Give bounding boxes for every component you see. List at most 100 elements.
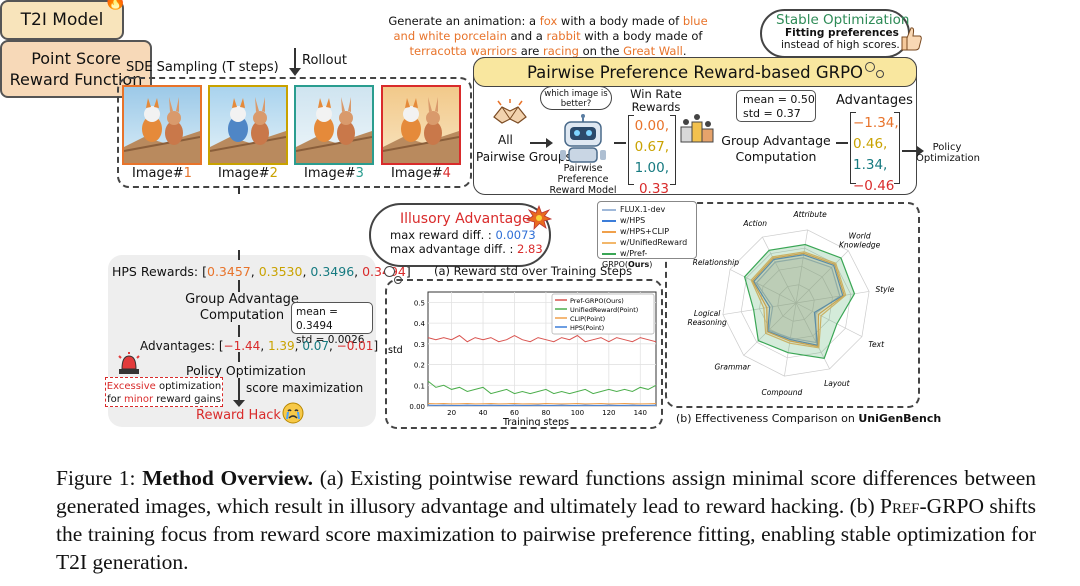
generated-image — [122, 85, 202, 165]
point-policy-label: Policy Optimization — [186, 363, 306, 378]
x-tick-label: 120 — [602, 409, 615, 417]
bubble-dot-b — [876, 70, 884, 78]
winrate-value: 0.67, — [634, 139, 669, 155]
t2i-model-box: T2I Model 🔥 — [0, 0, 127, 40]
winrate-value: 0.33 — [638, 181, 669, 197]
point-arrow-4 — [238, 352, 240, 362]
image-caption: Image#1 — [119, 166, 205, 181]
winrate-value: 0.00, — [634, 118, 669, 134]
illusory-title: Illusory Advantage — [400, 211, 531, 227]
groups-arrow — [530, 142, 548, 144]
model-arrow — [614, 142, 626, 144]
winrate-label: Win Rate Rewards — [630, 88, 682, 114]
excessive-minor: minor — [124, 394, 154, 405]
y-tick-label: 0.00 — [409, 403, 425, 411]
image-caption-prefix: Image# — [304, 166, 356, 181]
radar-axis-label: Layout — [824, 379, 851, 388]
image-caption-prefix: Image# — [391, 166, 443, 181]
point-adv-sep: , — [329, 339, 337, 353]
point-group-adv: Group Advantage Computation — [172, 292, 312, 324]
prompt-part: are — [517, 44, 544, 58]
radar-panel — [665, 202, 920, 408]
point-adv-label: Advantages: — [140, 339, 219, 353]
x-tick-label: 20 — [447, 409, 456, 417]
radar-axis-label: Grammar — [714, 363, 751, 372]
radar-legend-item: w/HPS — [602, 215, 692, 226]
radar-legend-item: FLUX.1-dev — [602, 204, 692, 215]
point-adv-value: 1.39 — [267, 339, 295, 353]
pairwise-stats-box: mean = 0.50 std = 0.37 — [736, 90, 816, 122]
radar-legend-tail: ) — [649, 260, 653, 269]
point-adv-value: −0.01 — [336, 339, 374, 353]
winrate-bracket-right — [670, 115, 676, 185]
stable-cloud — [760, 9, 910, 58]
point-arrow-5 — [238, 378, 240, 404]
reward-model-label-2: Reward Model — [549, 185, 617, 196]
point-score-box: Point Score Reward Function — [0, 40, 152, 98]
figure-caption: Figure 1: Method Overview. (a) Existing … — [56, 464, 1036, 576]
rollout-label: Rollout — [302, 53, 347, 68]
thumbs-up-icon — [898, 24, 924, 57]
hps-rewards: HPS Rewards: [0.3457, 0.3530, 0.3496, 0.… — [112, 264, 411, 279]
radar-spoke — [743, 302, 797, 356]
x-tick-label: 40 — [479, 409, 488, 417]
radar-spoke — [795, 250, 849, 304]
fire-icon: 🔥 — [104, 0, 127, 11]
bubble-dot-a — [865, 62, 875, 72]
excessive-tail: optimization — [155, 381, 222, 392]
pairwise-mean: mean = 0.50 — [743, 93, 815, 106]
winrate-values: 0.00,0.67,1.00,0.33 — [633, 116, 669, 200]
point-adv-bracket: [ — [218, 339, 224, 353]
radar-legend-swatch — [602, 252, 616, 255]
radar-series — [743, 243, 856, 360]
hps-reward-sep: , — [250, 264, 259, 279]
radar-axis-label: Text — [868, 340, 885, 349]
point-adv-value: 0.07 — [302, 339, 330, 353]
std-chart-title: (a) Reward std over Training Steps — [434, 264, 633, 278]
radar-spoke — [729, 269, 797, 304]
legend-label: CLIP(Point) — [570, 315, 605, 323]
robot-icon — [556, 114, 610, 168]
max-adv-diff-value: 2.83 — [517, 242, 543, 256]
stable-line1: Fitting preferences — [785, 27, 899, 39]
point-std: std = 0.0026 — [296, 334, 365, 346]
point-mean: mean = 0.3494 — [296, 306, 338, 332]
radar-spoke — [795, 302, 863, 337]
hps-reward-value: 0.3530 — [258, 264, 303, 279]
excessive-word: Excessive — [106, 381, 156, 392]
point-stats-box: mean = 0.3494 std = 0.0026 — [291, 302, 373, 346]
std-chart-panel — [385, 279, 663, 429]
y-tick-label: 0.2 — [414, 362, 425, 370]
image-illustration — [210, 87, 286, 163]
y-tick-label: 0.1 — [414, 382, 425, 390]
radar-legend-item: w/HPS+CLIP — [602, 226, 692, 237]
alarm-icon — [116, 351, 142, 381]
max-reward-diff-label: max reward diff. : — [390, 228, 496, 242]
image-caption-number: 3 — [355, 166, 364, 181]
excessive-box: Excessive optimization for minor reward … — [105, 377, 223, 407]
t2i-model-label: T2I Model — [20, 10, 104, 30]
image-illustration — [383, 87, 459, 163]
prompt-part: on the — [578, 44, 624, 58]
image-caption-number: 1 — [183, 166, 192, 181]
sde-sampling-panel — [117, 77, 472, 188]
image-caption-prefix: Image# — [132, 166, 184, 181]
x-tick-label: 60 — [510, 409, 519, 417]
prompt-part: racing — [543, 44, 579, 58]
radar-legend-swatch — [602, 230, 616, 233]
podium-icon — [680, 112, 714, 148]
point-arrow-2 — [238, 280, 240, 292]
y-tick-label: 0.5 — [414, 299, 425, 307]
illusory-cloud — [369, 203, 551, 267]
policy-arrowhead — [917, 146, 924, 156]
image-caption-number: 4 — [442, 166, 451, 181]
image-illustration — [124, 87, 200, 163]
winrate-label-1: Win Rate — [630, 87, 682, 101]
max-adv-diff: max advantage diff. : 2.83 — [390, 242, 543, 256]
which-better-bubble: which image is better? — [540, 86, 612, 110]
radar-series — [753, 254, 844, 346]
radar-legend-label: w/Pref-GRPO( — [602, 249, 648, 269]
legend-label: HPS(Point) — [570, 324, 604, 332]
